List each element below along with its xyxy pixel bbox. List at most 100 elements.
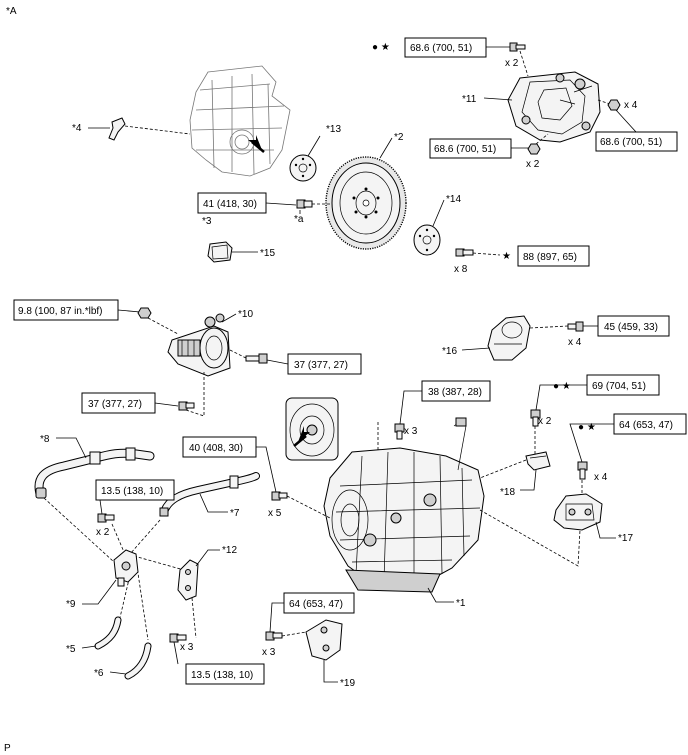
bolt-drive-plate (455, 248, 474, 257)
callout-9: *9 (66, 599, 76, 610)
torque-3: 41 (418, 30) (203, 199, 257, 210)
torque-box-11-lower (429, 138, 512, 159)
nut-11-right (607, 99, 621, 111)
part-15-cover (207, 241, 233, 263)
nut-10-small (137, 307, 152, 319)
callout-15: *15 (260, 248, 275, 259)
callout-5: *5 (66, 644, 76, 655)
part-2-drive-plate (325, 156, 407, 250)
torque-12: 13.5 (138, 10) (191, 670, 253, 681)
torque-11-lower: 68.6 (700, 51) (434, 144, 496, 155)
part-17-bracket (553, 493, 603, 531)
callout-8: *8 (40, 434, 50, 445)
callout-a: *a (294, 214, 304, 225)
qty-11-lower: x 2 (526, 159, 540, 170)
torque-14: 88 (897, 65) (523, 252, 577, 263)
torque-8: 13.5 (138, 10) (101, 486, 163, 497)
torque-box-16 (597, 315, 670, 337)
dot-star-symbol-top: ● ★ (372, 42, 390, 53)
qty-11-right: x 4 (624, 100, 638, 111)
torque-box-12 (185, 663, 265, 685)
bolt-10-lower (178, 401, 195, 411)
bolt-16 (567, 321, 584, 332)
torque-box-8 (95, 479, 175, 501)
torque-10-lower: 37 (377, 27) (88, 399, 142, 410)
callout-16: *16 (442, 346, 457, 357)
part-9-valve (113, 549, 139, 587)
callout-4: *4 (72, 123, 82, 134)
callout-14: *14 (446, 194, 461, 205)
bolt-10-right (245, 353, 268, 364)
part-4-bracket (108, 117, 126, 141)
part-13-plate (289, 154, 317, 182)
callout-12: *12 (222, 545, 237, 556)
callout-13: *13 (326, 124, 341, 135)
torque-17: 64 (653, 47) (619, 420, 673, 431)
bolt-12 (169, 633, 187, 643)
torque-top: 68.6 (700, 51) (410, 43, 472, 54)
bolt-18 (530, 409, 541, 427)
part-16-mount (487, 315, 531, 361)
torque-16: 45 (459, 33) (604, 322, 658, 333)
part-19-mount (305, 619, 343, 661)
bolt-17 (577, 461, 588, 480)
callout-18: *18 (500, 487, 515, 498)
torque-box-11-right (595, 131, 678, 152)
part-7-hose (159, 472, 260, 517)
qty-18: x 2 (538, 416, 552, 427)
qty-trans-left: x 5 (268, 508, 282, 519)
qty-14: x 8 (454, 264, 468, 275)
callout-19: *19 (340, 678, 355, 689)
callout-3: *3 (202, 216, 212, 227)
torque-trans-left: 40 (408, 30) (189, 443, 243, 454)
callout-1: *1 (456, 598, 466, 609)
nut-11-lower (527, 143, 541, 155)
figure-footer-letter: P (4, 743, 11, 754)
torque-10-small: 9.8 (100, 87 in.*lbf) (18, 306, 103, 317)
bolt-8 (97, 513, 115, 523)
bolt-trans-top (394, 423, 405, 440)
bolt-11-top (509, 42, 526, 52)
part-11-actuator (507, 71, 601, 143)
part-10-starter (167, 313, 231, 377)
torque-18: 69 (704, 51) (592, 381, 646, 392)
figure-letter: *A (6, 6, 17, 17)
qty-top: x 2 (505, 58, 519, 69)
torque-box-top (404, 37, 487, 58)
torque-11-right: 68.6 (700, 51) (600, 137, 662, 148)
torque-converter (285, 397, 339, 461)
dot-star-symbol-18: ● ★ (553, 381, 571, 392)
callout-11: *11 (462, 94, 477, 105)
callout-17: *17 (618, 533, 633, 544)
part-8-hose (34, 447, 155, 499)
part-12-bracket (177, 559, 199, 601)
qty-12: x 3 (180, 642, 194, 653)
callout-10: *10 (238, 309, 253, 320)
callout-7: *7 (230, 508, 240, 519)
torque-19: 64 (653, 47) (289, 599, 343, 610)
part-6-hose (124, 642, 152, 680)
callout-2: *2 (394, 132, 404, 143)
engine-block-outline (189, 65, 291, 177)
torque-box-14 (517, 245, 590, 267)
bolt-19 (265, 631, 283, 641)
part-5-hose (94, 616, 122, 650)
torque-box-10-right (287, 353, 362, 375)
qty-trans-top: x 3 (404, 426, 418, 437)
converter-arrow-icon (298, 426, 310, 442)
part-14-plate (413, 224, 441, 256)
qty-8: x 2 (96, 527, 110, 538)
part-18-bracket (525, 451, 551, 471)
star-symbol: ★ (502, 251, 511, 262)
bolt-trans-left (271, 491, 288, 501)
dot-star-symbol-17: ● ★ (578, 422, 596, 433)
qty-17: x 4 (594, 472, 608, 483)
qty-16: x 4 (568, 337, 582, 348)
qty-19: x 3 (262, 647, 276, 658)
part-1-transaxle (323, 417, 485, 593)
torque-trans-top: 38 (387, 28) (428, 387, 482, 398)
callout-6: *6 (94, 668, 104, 679)
bolt-3 (296, 199, 313, 209)
